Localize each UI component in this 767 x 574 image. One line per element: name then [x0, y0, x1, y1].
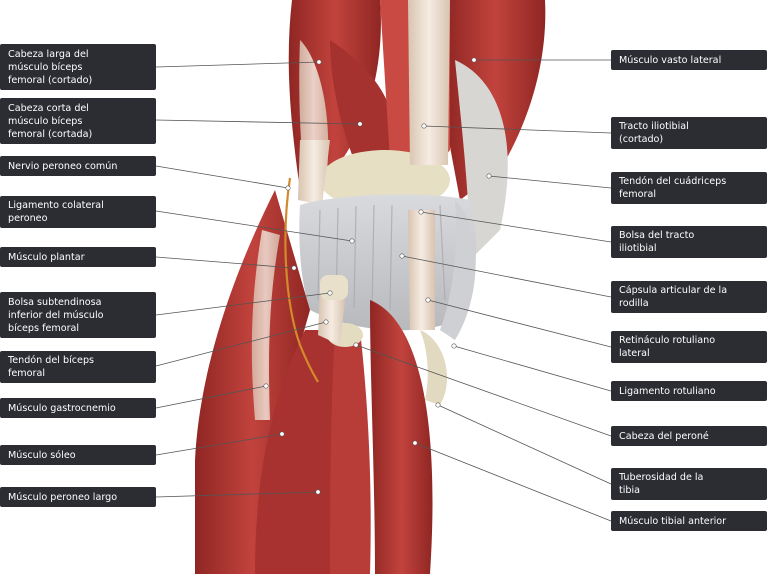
gastrocnemius-muscle [195, 190, 310, 574]
leader-dots [263, 57, 492, 495]
biceps-tendon-lower [318, 290, 345, 345]
label-iliotibial-tract[interactable]: Tracto iliotibial (cortado) [611, 117, 767, 149]
label-patellar-ligament[interactable]: Ligamento rotuliano [611, 381, 767, 401]
label-inferior-subtendinous-bursa[interactable]: Bolsa subtendinosa inferior del músculo … [0, 292, 156, 338]
plantaris-tendon-band [251, 230, 280, 420]
biceps-femoris-cut [298, 140, 330, 205]
label-short-head-biceps-femoris[interactable]: Cabeza corta del músculo bíceps femoral … [0, 98, 156, 144]
label-common-peroneal-nerve[interactable]: Nervio peroneo común [0, 156, 156, 176]
soleus-muscle [255, 330, 345, 574]
tibialis-anterior-muscle [370, 300, 433, 574]
label-lateral-patellar-retinaculum[interactable]: Retináculo rotuliano lateral [611, 331, 767, 363]
common-peroneal-nerve [284, 177, 319, 383]
label-soleus-muscle[interactable]: Músculo sóleo [0, 445, 156, 465]
iliotibial-tract-cut [408, 0, 450, 165]
subtendinous-bursa [320, 275, 348, 300]
label-gastrocnemius-muscle[interactable]: Músculo gastrocnemio [0, 398, 156, 418]
label-vastus-lateralis[interactable]: Músculo vasto lateral [611, 50, 767, 70]
label-tibial-tuberosity[interactable]: Tuberosidad de la tibia [611, 468, 767, 500]
label-joint-capsule[interactable]: Cápsula articular de la rodilla [611, 281, 767, 313]
label-biceps-femoris-tendon[interactable]: Tendón del bíceps femoral [0, 351, 156, 383]
label-fibular-head[interactable]: Cabeza del peroné [611, 426, 767, 446]
label-plantaris-muscle[interactable]: Músculo plantar [0, 247, 156, 267]
peroneus-longus-muscle [330, 330, 371, 574]
label-long-head-biceps-femoris[interactable]: Cabeza larga del músculo bíceps femoral … [0, 44, 156, 90]
tibial-tuberosity [420, 330, 448, 405]
patellar-ligament [408, 210, 435, 330]
label-peroneus-longus-muscle[interactable]: Músculo peroneo largo [0, 487, 156, 507]
label-quadriceps-tendon[interactable]: Tendón del cuádriceps femoral [611, 172, 767, 204]
label-iliotibial-bursa[interactable]: Bolsa del tracto iliotibial [611, 226, 767, 258]
label-tibialis-anterior[interactable]: Músculo tibial anterior [611, 511, 767, 531]
quadriceps-tendon [455, 60, 508, 260]
label-fibular-collateral-ligament[interactable]: Ligamento colateral peroneo [0, 196, 156, 228]
biceps-femoris-short-head [330, 40, 400, 175]
leader-lines [155, 59, 612, 522]
